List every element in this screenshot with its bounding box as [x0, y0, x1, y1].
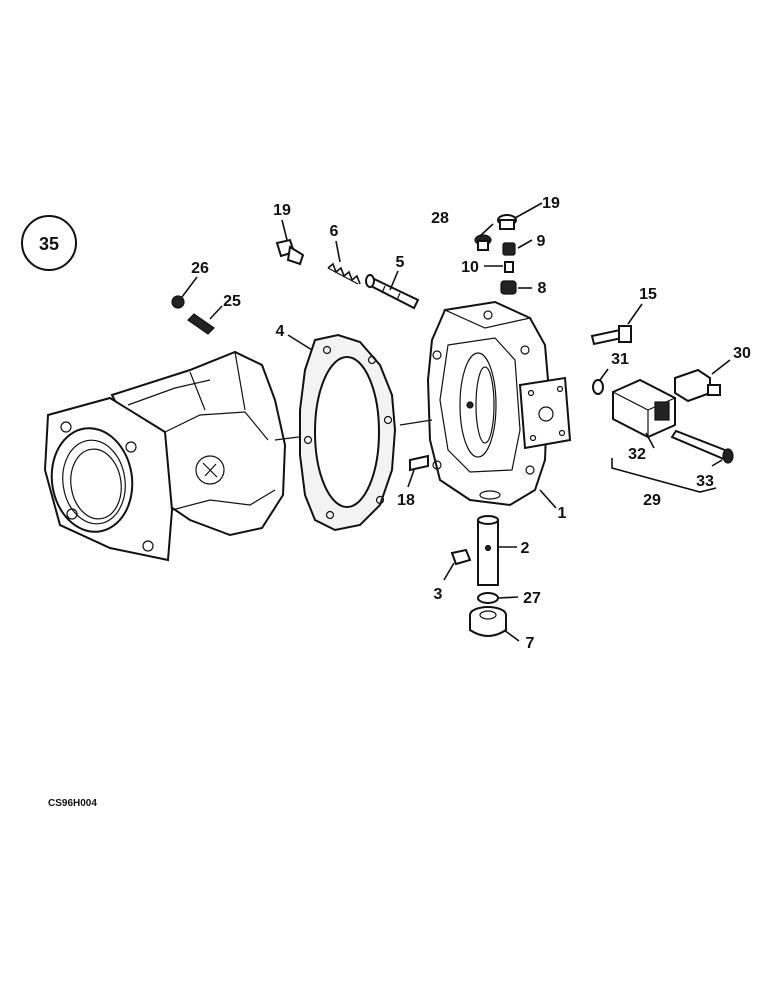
figure-badge-number: 35	[39, 234, 59, 254]
spool-5	[365, 274, 420, 310]
figure-badge: 35	[21, 215, 77, 271]
nut-26	[171, 295, 185, 309]
spring-6	[327, 262, 361, 285]
callout-9: 9	[537, 233, 546, 250]
callout-25: 25	[223, 293, 241, 310]
pin-18	[409, 454, 429, 472]
callout-27: 27	[523, 590, 541, 607]
gasket	[299, 333, 397, 532]
plug-19-left	[275, 238, 305, 266]
callout-26: 26	[191, 260, 209, 277]
callout-19-left: 19	[273, 202, 291, 219]
callout-8: 8	[538, 280, 547, 297]
callout-labels: 19 6 5 28 19 9 10 8 26 25 4 15 31 30 32 …	[191, 195, 751, 652]
o-ring-31	[592, 379, 604, 395]
callout-18: 18	[397, 492, 415, 509]
leader-lines	[181, 202, 731, 642]
o-ring-27	[477, 592, 499, 604]
callout-28: 28	[431, 210, 449, 227]
spring-9	[502, 242, 516, 256]
screw-33	[670, 429, 734, 464]
callout-19-right: 19	[542, 195, 560, 212]
insert-10	[504, 261, 514, 273]
callout-4: 4	[276, 323, 285, 340]
solenoid-32	[612, 378, 676, 439]
callout-32: 32	[628, 446, 646, 463]
bolt-15	[590, 325, 632, 346]
plug-28	[474, 234, 492, 251]
ring-8	[500, 280, 517, 295]
callout-1: 1	[558, 505, 567, 522]
callout-5: 5	[396, 254, 405, 271]
callout-2: 2	[521, 540, 530, 557]
reference-code: CS96H004	[48, 798, 97, 809]
connector-30	[674, 368, 721, 403]
motor-housing	[43, 350, 331, 562]
callout-3: 3	[434, 586, 443, 603]
callout-6: 6	[330, 223, 339, 240]
set-screw-25	[187, 313, 215, 335]
callout-33: 33	[696, 473, 714, 490]
callout-15: 15	[639, 286, 657, 303]
plug-3	[450, 548, 472, 566]
port-plate	[399, 300, 572, 507]
callout-7: 7	[526, 635, 535, 652]
callout-30: 30	[733, 345, 751, 362]
callout-31: 31	[611, 351, 629, 368]
callout-10: 10	[461, 259, 479, 276]
plug-19-right	[497, 214, 517, 230]
tube-2	[477, 515, 499, 586]
plug-7	[469, 606, 507, 637]
callout-29: 29	[643, 492, 661, 509]
